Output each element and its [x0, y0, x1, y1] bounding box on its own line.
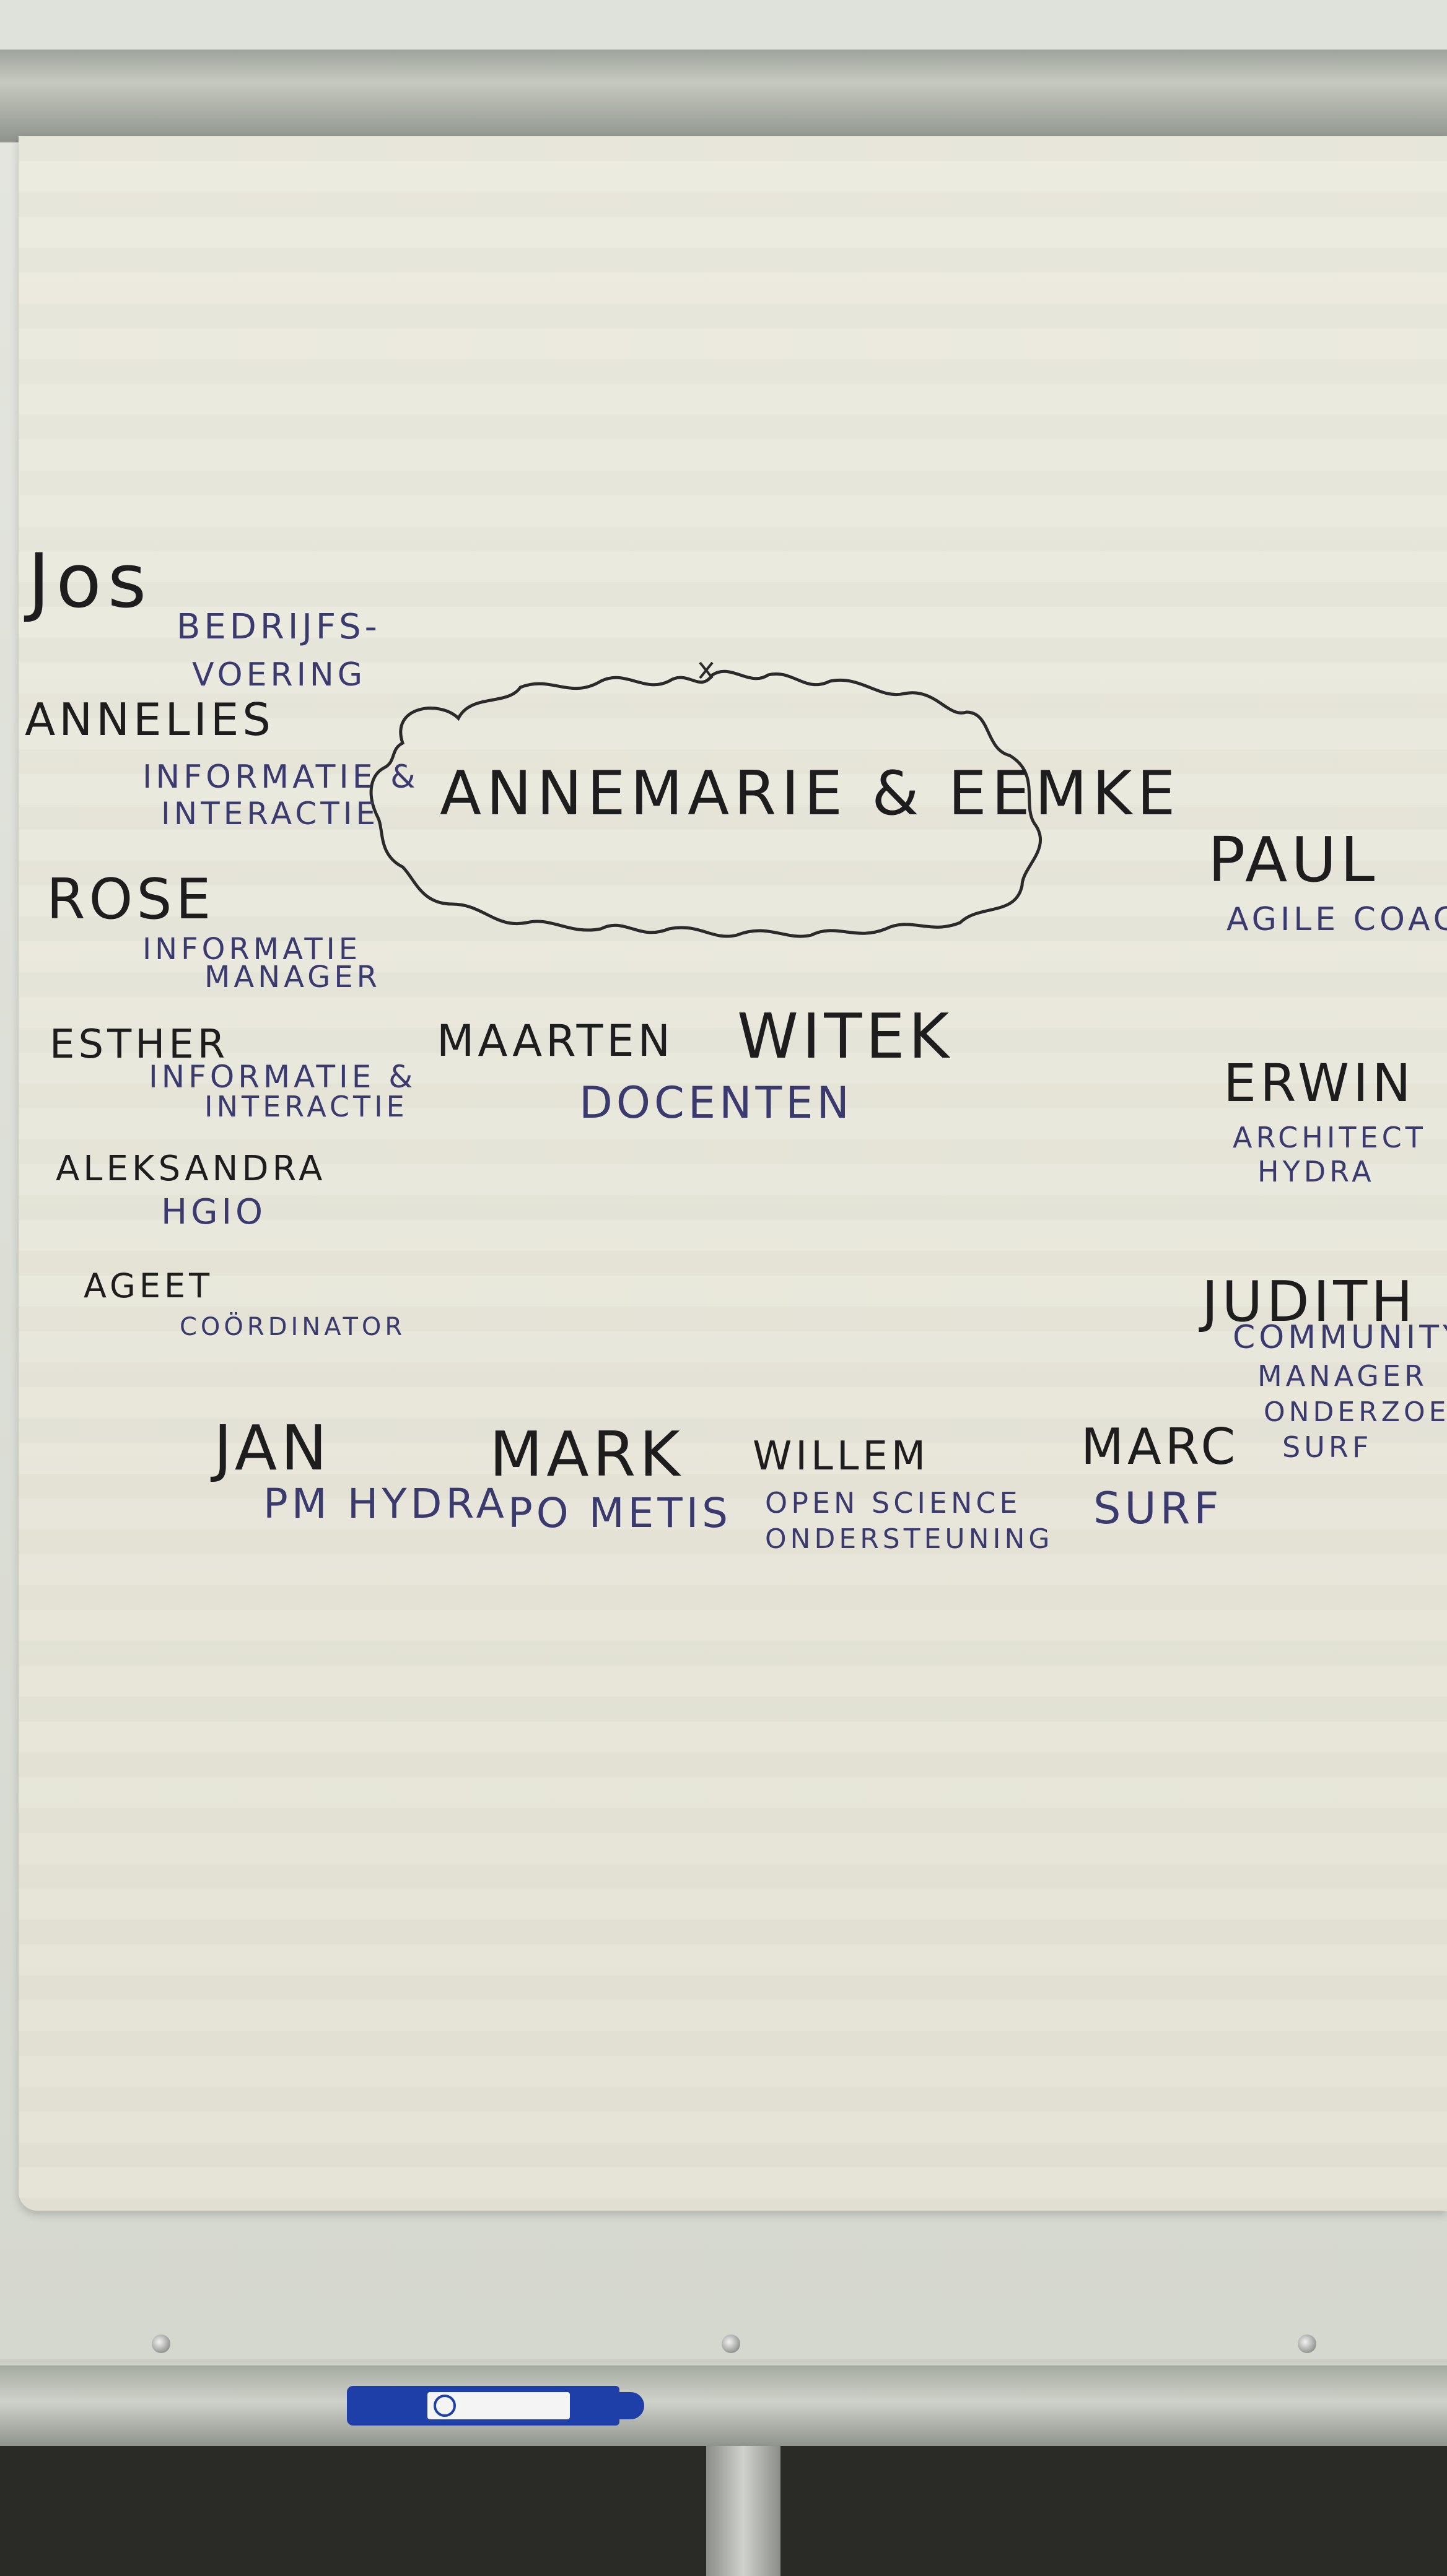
role-esther-2: INTERACTIE [204, 1090, 408, 1123]
name-witek: WITEK [737, 1000, 953, 1073]
name-willem: WILLEM [753, 1434, 930, 1479]
role-rose-2: MANAGER [204, 960, 382, 994]
flipchart-paper [19, 136, 1447, 2211]
role-marc-1: SURF [1093, 1483, 1223, 1534]
name-ageet: AGEET [84, 1266, 214, 1305]
name-maarten: MAARTEN [437, 1016, 675, 1066]
role-willem-1: OPEN SCIENCE [765, 1486, 1021, 1520]
role-esther-1: INFORMATIE & [149, 1059, 417, 1095]
name-mark: MARK [489, 1418, 684, 1490]
role-paul-1: AGILE COACH [1226, 901, 1447, 938]
role-judith-1: COMMUNITY [1233, 1319, 1447, 1356]
screw [152, 2334, 170, 2353]
role-jan-1: PM HYDRA [263, 1480, 508, 1528]
flipchart-top-rail [0, 50, 1447, 146]
role-judith-4: SURF [1282, 1430, 1373, 1464]
name-jos: Jos [28, 539, 153, 625]
role-jos-1: BEDRIJFS- [177, 607, 381, 647]
marker-cap [595, 2392, 644, 2419]
name-aleksandra: ALEKSANDRA [56, 1149, 326, 1189]
name-paul: PAUL [1208, 824, 1379, 896]
role-willem-2: ONDERSTEUNING [765, 1523, 1054, 1555]
center-title: ANNEMARIE & EEMKE [440, 759, 1181, 829]
whiteboard-marker[interactable] [347, 2381, 644, 2430]
cloud-shape [369, 661, 1043, 938]
name-judith: JUDITH [1202, 1269, 1417, 1334]
role-jos-2: VOERING [192, 656, 367, 694]
name-annelies: ANNELIES [25, 694, 275, 746]
recycle-icon [434, 2395, 456, 2417]
name-rose: ROSE [46, 867, 215, 932]
screw [1298, 2334, 1316, 2353]
name-erwin: ERWIN [1223, 1053, 1415, 1113]
name-jan: JAN [214, 1412, 331, 1484]
role-rose-1: INFORMATIE [142, 932, 362, 967]
marker-tray [0, 2365, 1447, 2446]
role-judith-3: ONDERZOEK [1264, 1396, 1447, 1428]
role-annelies-2: INTERACTIE [161, 796, 380, 832]
flipchart-stand [706, 2446, 780, 2576]
role-aleksandra-1: HGIO [161, 1192, 267, 1232]
role-annelies-1: INFORMATIE & [142, 759, 419, 796]
screw [722, 2334, 740, 2353]
role-erwin-1: ARCHITECT [1233, 1121, 1427, 1154]
role-erwin-2: HYDRA [1257, 1155, 1375, 1188]
role-ageet-1: COÖRDINATOR [180, 1313, 406, 1341]
name-esther: ESTHER [50, 1022, 229, 1068]
role-mark-1: PO METIS [508, 1489, 732, 1537]
name-marc: MARC [1081, 1418, 1239, 1476]
group-docenten: DOCENTEN [579, 1077, 853, 1128]
role-judith-2: MANAGER [1257, 1359, 1428, 1393]
